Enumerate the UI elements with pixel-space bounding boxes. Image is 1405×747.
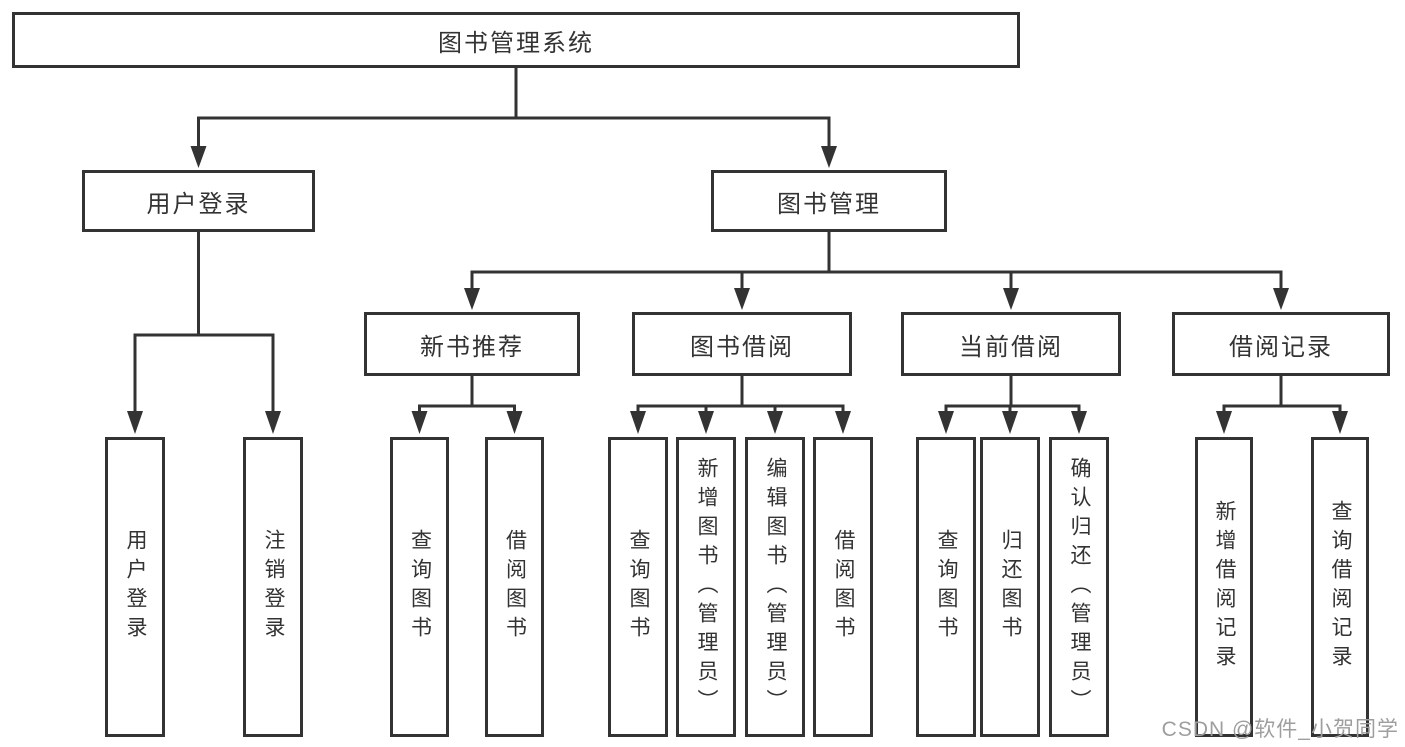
leaf-add-books-admin: 新增图书（管理员）: [676, 437, 736, 737]
leaf-add-borrow-record: 新增借阅记录: [1195, 437, 1253, 737]
leaf-label: 查询借阅记录: [1329, 500, 1352, 674]
leaf-label: 归还图书: [999, 529, 1022, 645]
node-label: 借阅记录: [1229, 333, 1333, 361]
leaf-confirm-return-admin: 确认归还（管理员）: [1049, 437, 1109, 737]
leaf-query-books-borrowing: 查询图书: [608, 437, 668, 737]
node-label: 用户登录: [146, 190, 251, 218]
leaf-label: 新增图书（管理员）: [695, 456, 718, 718]
leaf-label: 查询图书: [408, 529, 432, 645]
leaf-query-books-current: 查询图书: [916, 437, 976, 737]
leaf-edit-books-admin: 编辑图书（管理员）: [745, 437, 805, 737]
leaf-user-login: 用户登录: [105, 437, 165, 737]
leaf-return-books: 归还图书: [980, 437, 1040, 737]
tree-edges: [133, 68, 1342, 413]
leaf-borrow-books: 借阅图书: [813, 437, 873, 737]
leaf-label: 借阅图书: [503, 529, 527, 645]
node-new-book-recommend: 新书推荐: [364, 312, 580, 376]
leaf-logout: 注销登录: [243, 437, 303, 737]
node-label: 图书管理系统: [438, 29, 594, 57]
leaf-label: 确认归还（管理员）: [1068, 456, 1091, 718]
node-book-management: 图书管理: [711, 170, 947, 232]
node-book-borrowing: 图书借阅: [632, 312, 852, 376]
leaf-label: 用户登录: [124, 529, 147, 645]
leaf-label: 新增借阅记录: [1213, 500, 1236, 674]
leaf-borrow-books-recommend: 借阅图书: [485, 437, 544, 737]
node-root-system: 图书管理系统: [12, 12, 1020, 68]
node-label: 图书管理: [777, 190, 881, 218]
leaf-label: 查询图书: [935, 529, 958, 645]
leaf-label: 注销登录: [262, 529, 285, 645]
leaf-query-books-recommend: 查询图书: [390, 437, 449, 737]
node-borrowing-records: 借阅记录: [1172, 312, 1390, 376]
node-user-login: 用户登录: [82, 170, 315, 232]
node-label: 当前借阅: [959, 333, 1063, 361]
node-label: 图书借阅: [690, 333, 794, 361]
leaf-label: 编辑图书（管理员）: [764, 456, 787, 718]
leaf-label: 查询图书: [627, 529, 650, 645]
arrowheads: [127, 146, 1348, 434]
leaf-label: 借阅图书: [832, 529, 855, 645]
node-current-borrowing: 当前借阅: [901, 312, 1121, 376]
node-label: 新书推荐: [420, 333, 524, 361]
leaf-query-borrow-record: 查询借阅记录: [1311, 437, 1369, 737]
